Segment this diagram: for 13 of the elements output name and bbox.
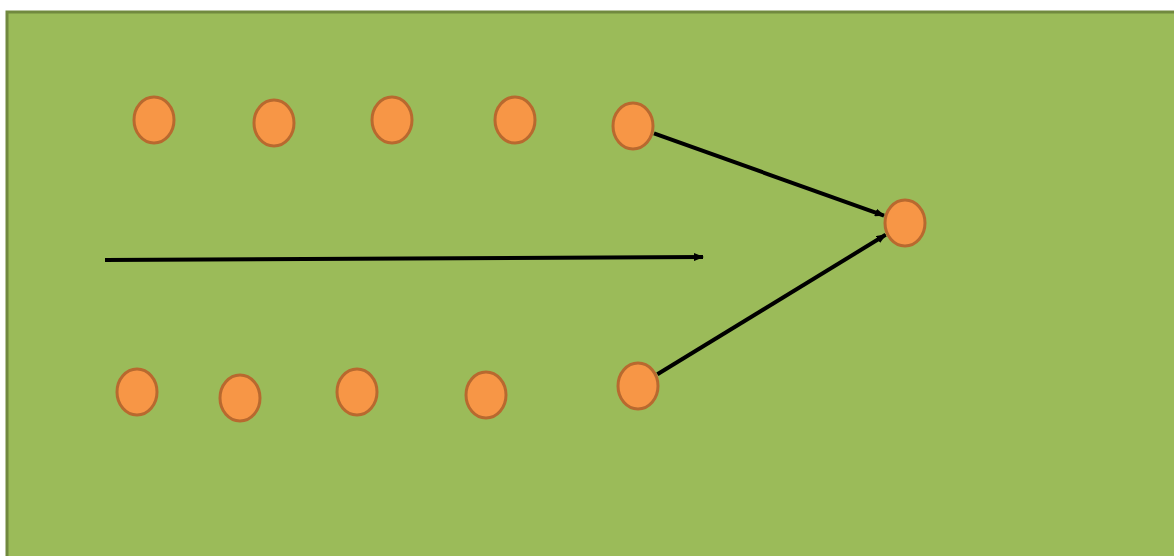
- circle-node: [611, 101, 655, 151]
- circle-node: [883, 198, 927, 248]
- circle-node: [370, 95, 414, 145]
- arrow: [656, 233, 887, 376]
- circle-node: [132, 95, 176, 145]
- circle-node: [252, 98, 296, 148]
- circle-node: [616, 361, 660, 411]
- circle-node: [464, 370, 508, 420]
- arrow: [653, 131, 885, 218]
- circle-node: [335, 367, 379, 417]
- circle-node: [218, 373, 262, 423]
- circle-node: [115, 367, 159, 417]
- circle-node: [493, 95, 537, 145]
